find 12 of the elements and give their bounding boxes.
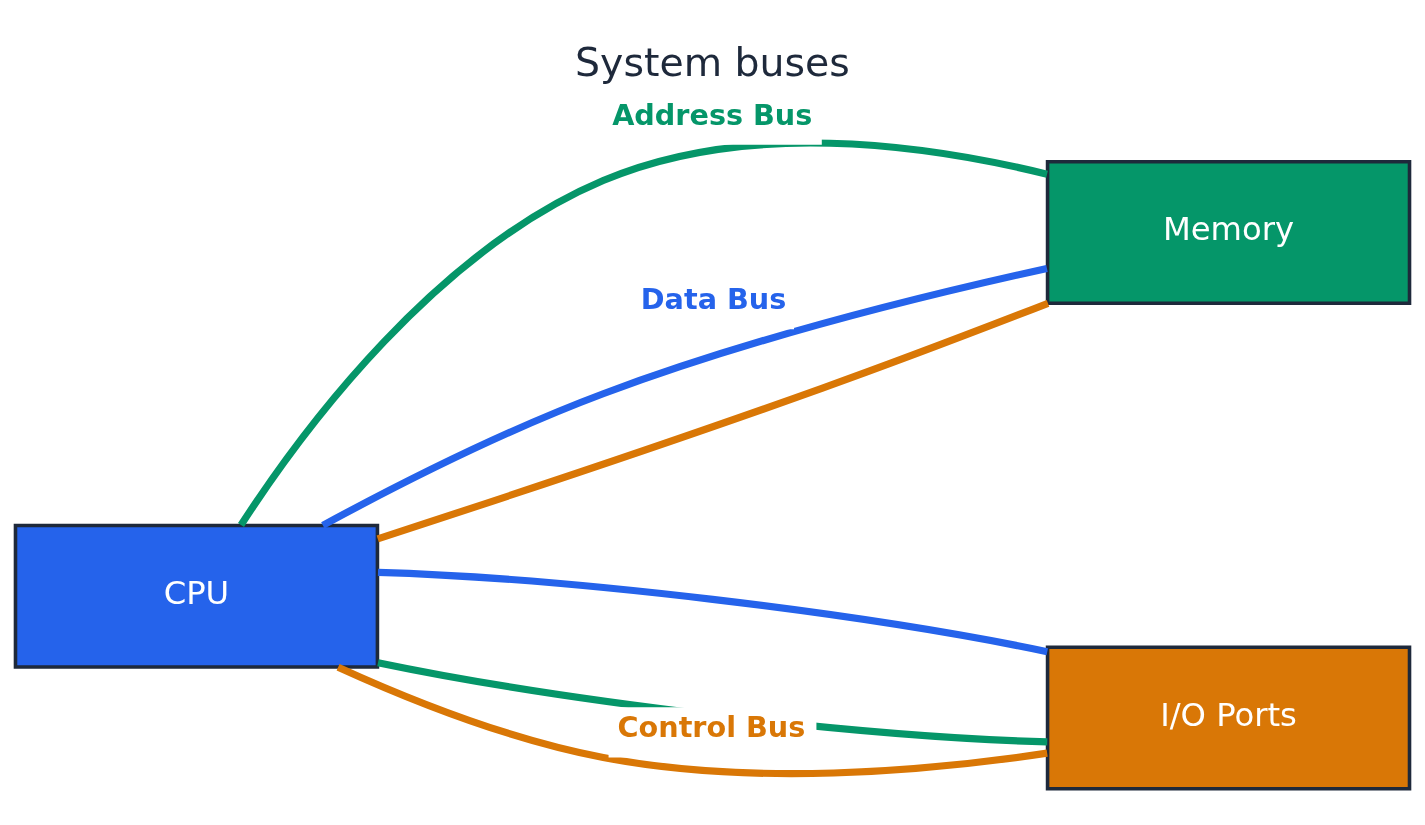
edge-label: Control Bus (617, 709, 806, 744)
node-box: CPU (13, 523, 380, 669)
connector (321, 264, 1048, 528)
connector (336, 663, 1048, 777)
edge-label: Address Bus (612, 97, 813, 132)
connector (377, 568, 1048, 655)
edge-label: Data Bus (640, 281, 787, 316)
connector (376, 299, 1050, 542)
node-box: Memory (1045, 159, 1412, 305)
node-box: I/O Ports (1045, 645, 1412, 791)
diagram-title: System buses (575, 38, 850, 85)
connector (238, 139, 1048, 527)
